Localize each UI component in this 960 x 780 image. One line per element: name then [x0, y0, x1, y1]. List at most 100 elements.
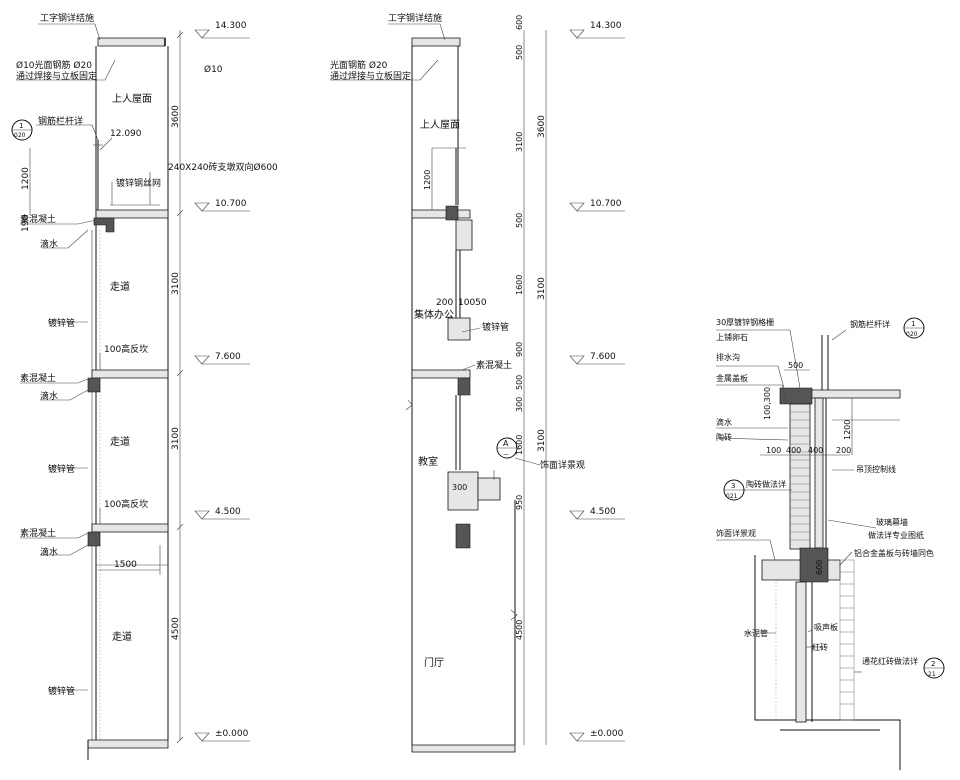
dim-text: 4500: [515, 620, 524, 640]
dim-text: 190: [21, 215, 31, 232]
drain-trench: [779, 387, 813, 405]
label-roof: 上人屋面: [420, 119, 460, 131]
label-steel-rod-2: 通过焊接与立板固定: [330, 70, 411, 82]
label-dim-100: 100: [766, 446, 781, 455]
bubble-bottom: 020: [906, 331, 918, 338]
dim-text: 500: [515, 375, 524, 390]
dim-text: 3100: [171, 272, 181, 295]
elevation-label: ±0.000: [215, 729, 249, 739]
parapet-beam: [97, 37, 166, 47]
dim-text: 1200: [423, 170, 432, 190]
break-line: [510, 609, 518, 621]
dim-text: 3600: [171, 105, 181, 128]
dim-text: 600: [815, 560, 824, 575]
dim-ticks: [176, 31, 184, 744]
label-support: 240X240砖支墩双向Ø600: [168, 161, 278, 173]
bubble-top: A: [503, 439, 509, 448]
elevation-label: 14.300: [590, 21, 622, 31]
label-roof: 上人屋面: [112, 93, 152, 105]
label-finish: 饰面详景观: [540, 459, 585, 471]
label-railing: 钢筋栏杆详: [850, 319, 890, 329]
dim-text: 1200: [21, 167, 31, 190]
roof-edge-beam: [93, 217, 115, 233]
label-level-12090: 12.090: [110, 129, 142, 139]
bubble-top: 1: [911, 320, 915, 328]
floor-slab-4500: [91, 523, 169, 533]
label-drip: 滴水: [40, 238, 58, 250]
label-steel-rod-1: 光面钢筋 Ø20: [330, 59, 388, 71]
dim-text: 3100: [515, 132, 524, 152]
roof-edge-beam: [455, 219, 473, 251]
slab-4500: [447, 471, 479, 511]
dim-text: 1600: [515, 435, 524, 455]
dim-text: 500: [515, 45, 524, 60]
label-drain: 排水沟: [716, 352, 740, 362]
label-steel-detail: 工字钢详结施: [388, 12, 442, 24]
label-pipe: 镀锌管: [482, 321, 509, 333]
label-dim-400b: 400: [808, 446, 823, 455]
detail-bubble-railing[interactable]: 1 020: [903, 317, 925, 339]
brick-pattern: [790, 411, 810, 541]
bubble-top: 1: [19, 122, 23, 130]
roof-slab: [95, 209, 169, 219]
label-pipe: 镀锌管: [48, 685, 75, 697]
bubble-bottom: 021: [726, 493, 738, 500]
label-concrete: 素混凝土: [20, 372, 56, 384]
elevation-label: 7.600: [215, 352, 241, 362]
label-steel-detail: 工字钢详结施: [40, 12, 94, 24]
label-cement-pipe: 水泥管: [744, 628, 768, 638]
label-dim-200: 200: [436, 298, 453, 308]
parapet-beam: [411, 37, 461, 47]
label-gravel: 上铺卵石: [716, 332, 748, 342]
dim-text: 1200: [843, 420, 852, 440]
dim-text: 3100: [537, 429, 547, 452]
label-ceiling-line: 吊顶控制线: [856, 464, 896, 474]
dim-text: 900: [515, 342, 524, 357]
label-curtain-2: 做法详专业图纸: [868, 530, 924, 540]
label-corridor: 走道: [110, 280, 130, 293]
elevation-markers: [569, 29, 625, 742]
detail-bubble-brick[interactable]: 2 21: [923, 657, 945, 679]
break-line: [405, 399, 413, 411]
elevation-label: 14.300: [215, 21, 247, 31]
leader-lines: [330, 23, 541, 480]
leader-lines: [16, 23, 160, 691]
left-labels: 工字钢详结施 Ø10光面钢筋 Ø20 通过焊接与立板固定 Ø10 上人屋面 钢筋…: [16, 12, 278, 697]
elevation-label: 4.500: [215, 507, 241, 517]
elevation-label: ±0.000: [590, 729, 624, 739]
label-aluminum: 铝合金盖板与砖墙同色: [854, 548, 934, 558]
label-lobby: 门厅: [424, 656, 444, 669]
label-concrete: 素混凝土: [476, 359, 512, 371]
label-corridor: 走道: [112, 630, 132, 643]
elevation-label: 10.700: [590, 199, 622, 209]
dim-text: 3600: [537, 115, 547, 138]
label-corridor: 走道: [110, 435, 130, 448]
red-brick-wall: [795, 581, 807, 723]
detail-bubble-a[interactable]: A —: [496, 437, 518, 459]
floor-slab-7600: [411, 369, 471, 379]
label-steel-rod-2: 通过焊接与立板固定: [16, 70, 97, 82]
dim-text: 3100: [171, 427, 181, 450]
label-curb: 100高反坎: [104, 343, 148, 355]
floor-slab-7600: [91, 369, 169, 379]
label-pipe: 镀锌管: [48, 317, 75, 329]
ground-slab: [411, 744, 516, 753]
bubble-bottom: —: [503, 451, 509, 458]
dim-text: 100,300: [763, 387, 772, 420]
dim-text: 3100: [537, 277, 547, 300]
detail-bubble-railing-left[interactable]: 1 020: [11, 119, 33, 141]
elevation-label: 10.700: [215, 199, 247, 209]
label-phi10: Ø10: [204, 64, 223, 75]
left-section: 3600 3100 3100 4500 1200 190 14.300 10.7…: [11, 12, 278, 760]
label-dim-10050: 10050: [458, 298, 487, 308]
label-concrete: 素混凝土: [20, 527, 56, 539]
detail-bubble-tile[interactable]: 3 021: [723, 479, 745, 501]
label-railing: 钢筋栏杆详: [38, 115, 83, 127]
label-finish: 饰面详景观: [716, 528, 756, 538]
label-curtain-1: 玻璃幕墙: [876, 517, 908, 527]
elevation-label: 7.600: [590, 352, 616, 362]
planter-box: [477, 477, 501, 501]
leader-lines: [715, 329, 877, 673]
label-mesh: 镀锌钢丝网: [116, 177, 161, 189]
detail-frame: [754, 555, 901, 770]
